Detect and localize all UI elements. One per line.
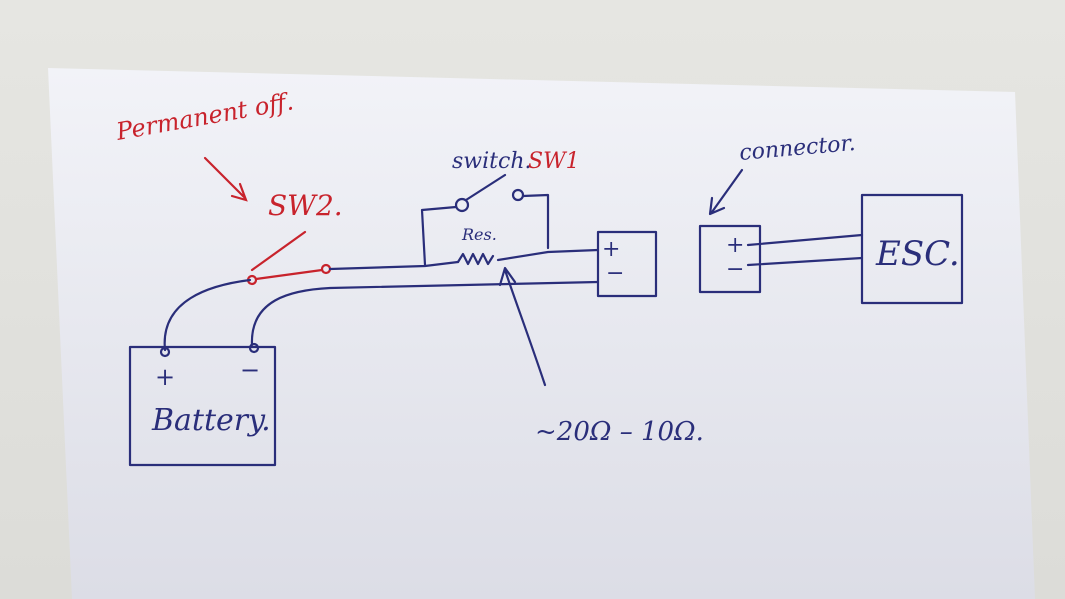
arrow-icon <box>498 266 547 387</box>
resistor <box>456 252 495 266</box>
battery-plus: + <box>155 363 175 391</box>
esc-box <box>860 193 964 305</box>
battery-minus: − <box>240 356 260 384</box>
sw1-label: SW1 <box>528 149 580 174</box>
connector-plus: + <box>726 233 744 258</box>
plug-box <box>596 230 658 298</box>
plug-minus: − <box>606 261 624 286</box>
arrow-icon <box>708 168 744 216</box>
switch-label: switch. <box>452 149 531 174</box>
paper-sheet <box>48 68 1035 599</box>
esc-label: ESC. <box>875 234 960 274</box>
esc-wires <box>746 233 864 267</box>
sw1-switch <box>420 173 550 267</box>
arrow-icon <box>203 156 248 202</box>
res-label: Res. <box>461 225 497 244</box>
battery-box <box>128 345 277 467</box>
battery-label: Battery. <box>151 403 271 438</box>
sw2-label: SW2. <box>268 189 343 222</box>
negative-wire <box>250 280 600 347</box>
positive-wire <box>163 248 600 352</box>
connector-minus: − <box>726 257 744 282</box>
plug-plus: + <box>602 237 620 262</box>
connector-box <box>698 224 762 294</box>
resistance-label: ~20Ω – 10Ω. <box>535 417 704 447</box>
